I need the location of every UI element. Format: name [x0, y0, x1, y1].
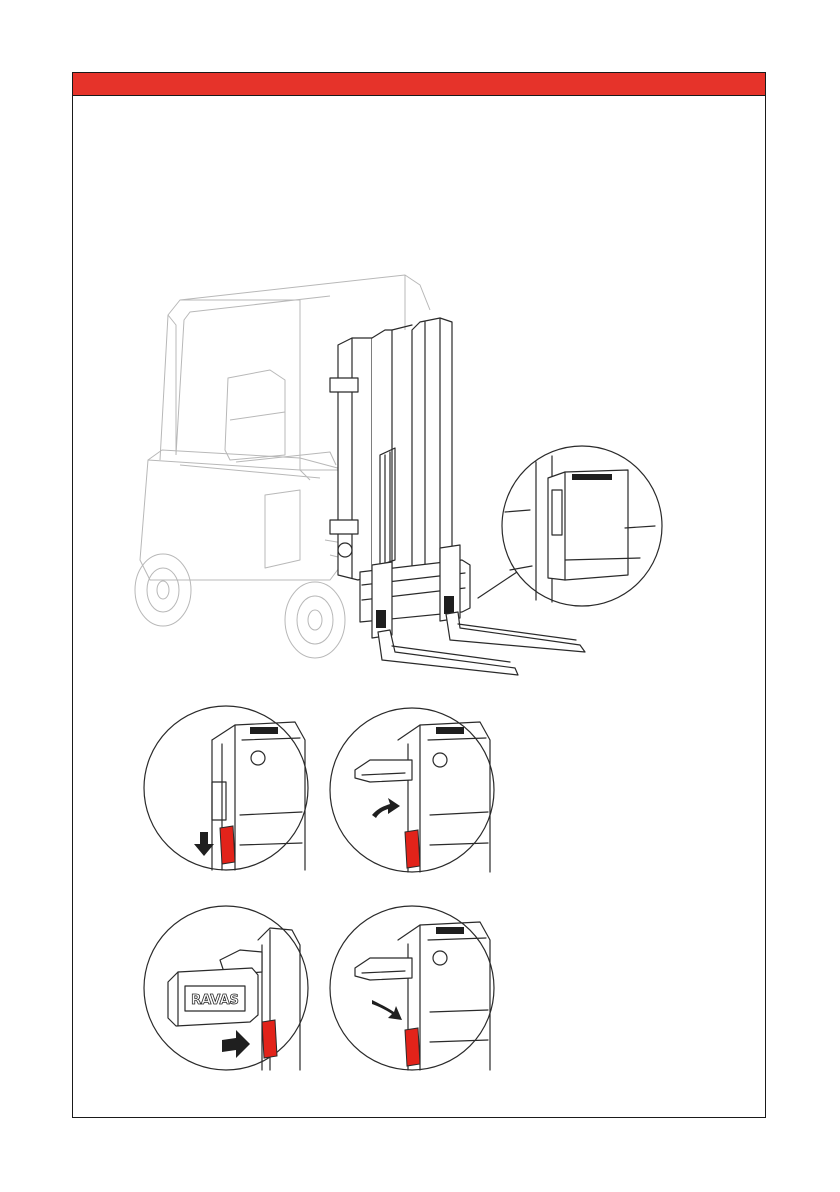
step-4-detail	[330, 906, 494, 1070]
step-1-detail	[144, 706, 308, 870]
detail-circle-scale	[502, 446, 662, 606]
callout-line	[478, 570, 520, 598]
step-2-detail	[330, 708, 494, 872]
mast	[330, 318, 452, 585]
step-3-detail: RAVAS	[144, 906, 308, 1070]
forks	[378, 612, 585, 675]
scale-brand-lettering: RAVAS	[191, 993, 239, 1008]
